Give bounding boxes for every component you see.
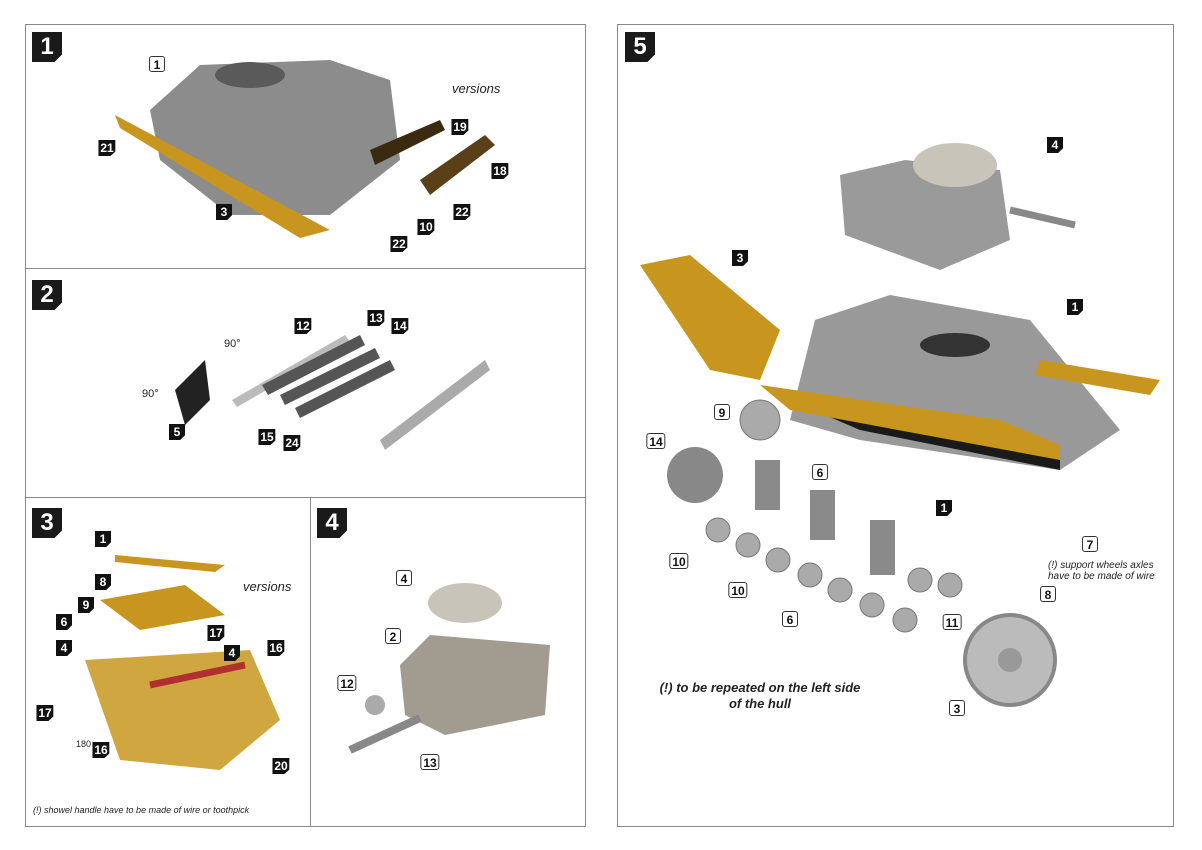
panel-step-4 [310,497,586,827]
part-label: 11 [942,614,962,630]
part-label: 1 [95,531,111,547]
part-label: 4 [224,645,240,661]
turret-drawing-step4 [348,583,550,754]
step-number-3: 3 [32,508,62,538]
part-label: 9 [714,404,730,420]
panel-step-3 [25,497,311,827]
part-label: 12 [294,318,312,334]
part-label: 6 [56,614,72,630]
panel-step-5 [617,24,1174,827]
part-label: 16 [267,640,285,656]
part-label: 22 [453,204,471,220]
shovel-parts-step3 [85,555,280,770]
part-label: 3 [732,250,748,266]
versions-note: versions [452,81,501,96]
part-label: 4 [396,570,412,586]
part-label: 2 [385,628,401,644]
part-label: 1 [936,500,952,516]
part-label: 17 [36,705,54,721]
part-label: 5 [169,424,185,440]
part-label: 21 [98,140,116,156]
axles-note-line: have to be made of wire [1048,571,1155,582]
angle-label: 90° [224,338,241,350]
part-label: 12 [337,675,357,691]
part-label: 13 [420,754,440,770]
part-label: 14 [646,433,666,449]
step-number-5: 5 [625,32,655,62]
part-label: 14 [391,318,409,334]
part-label: 20 [272,758,290,774]
step-number-2: 2 [32,280,62,310]
part-label: 1 [1067,299,1083,315]
fender-parts-step2 [175,335,490,450]
panel-step-2 [25,268,586,498]
axles-note-line: (!) support wheels axles [1048,560,1154,571]
part-label: 18 [491,163,509,179]
step-number-4: 4 [317,508,347,538]
hull-drawing-step1 [115,60,495,238]
angle-label: 180 [76,739,92,749]
part-label: 9 [78,597,94,613]
part-label: 3 [216,204,232,220]
part-label: 1 [149,56,165,72]
part-label: 15 [258,429,276,445]
part-label: 8 [95,574,111,590]
part-label: 4 [56,640,72,656]
part-label: 10 [669,553,689,569]
part-label: 8 [1040,586,1056,602]
axles-note: (!) support wheels axles have to be made… [1048,560,1155,582]
part-label: 3 [949,700,965,716]
part-label: 24 [283,435,301,451]
part-label: 17 [207,625,225,641]
part-label: 4 [1047,137,1063,153]
part-label: 16 [92,742,110,758]
part-label: 7 [1082,536,1098,552]
repeat-note-line: of the hull [728,696,792,711]
part-label: 10 [417,219,435,235]
step-number-1: 1 [32,32,62,62]
versions-note: versions [243,579,292,594]
wire-note: (!) showel handle have to be made of wir… [33,805,250,815]
part-label: 6 [782,611,798,627]
part-label: 6 [812,464,828,480]
part-label: 10 [728,582,748,598]
part-label: 13 [367,310,385,326]
angle-label: 90° [142,388,159,400]
part-label: 19 [451,119,469,135]
repeat-note-line: (!) to be repeated on the left side [659,680,861,695]
repeat-note: (!) to be repeated on the left side of t… [640,680,880,712]
tank-drawing-step5 [640,143,1160,707]
part-label: 22 [390,236,408,252]
